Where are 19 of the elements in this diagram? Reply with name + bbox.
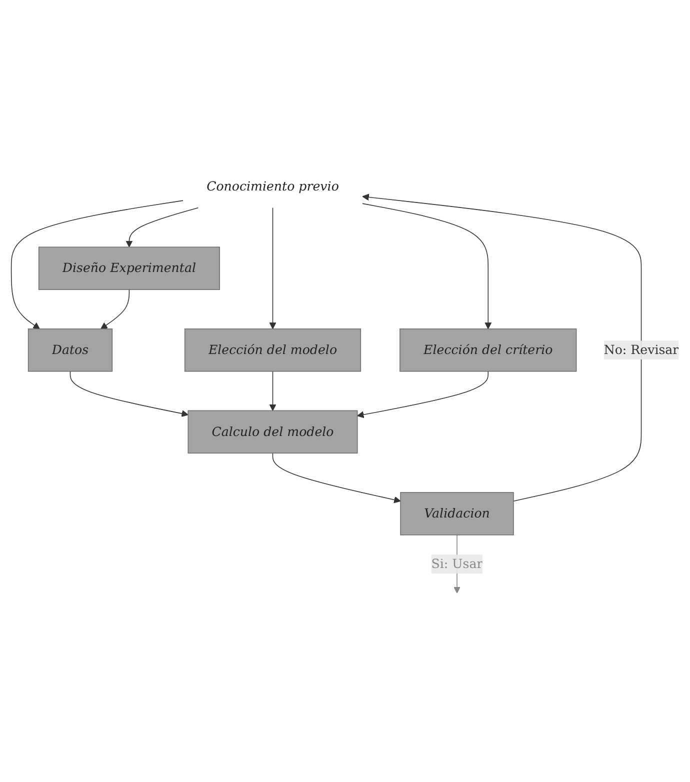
node-box: Diseño Experimental — [38, 246, 220, 290]
node-box: Validacion — [400, 492, 514, 536]
arrow — [269, 370, 276, 411]
edge-label: No: Revisar — [604, 342, 679, 358]
arrow — [357, 370, 489, 418]
arrow — [10, 200, 184, 330]
node-box: Elección del críterio — [400, 328, 577, 372]
node-box: Elección del modelo — [184, 328, 362, 372]
edge-label: Si: Usar — [431, 556, 483, 572]
node-text: Conocimiento previo — [206, 178, 339, 194]
node-box: Datos — [28, 328, 113, 372]
node-box: Calculo del modelo — [188, 410, 358, 454]
arrow — [362, 203, 492, 330]
arrow — [126, 207, 199, 248]
arrow — [70, 370, 188, 417]
arrow — [272, 452, 401, 504]
arrow — [362, 194, 642, 502]
arrow — [100, 289, 130, 330]
arrow — [269, 207, 276, 330]
